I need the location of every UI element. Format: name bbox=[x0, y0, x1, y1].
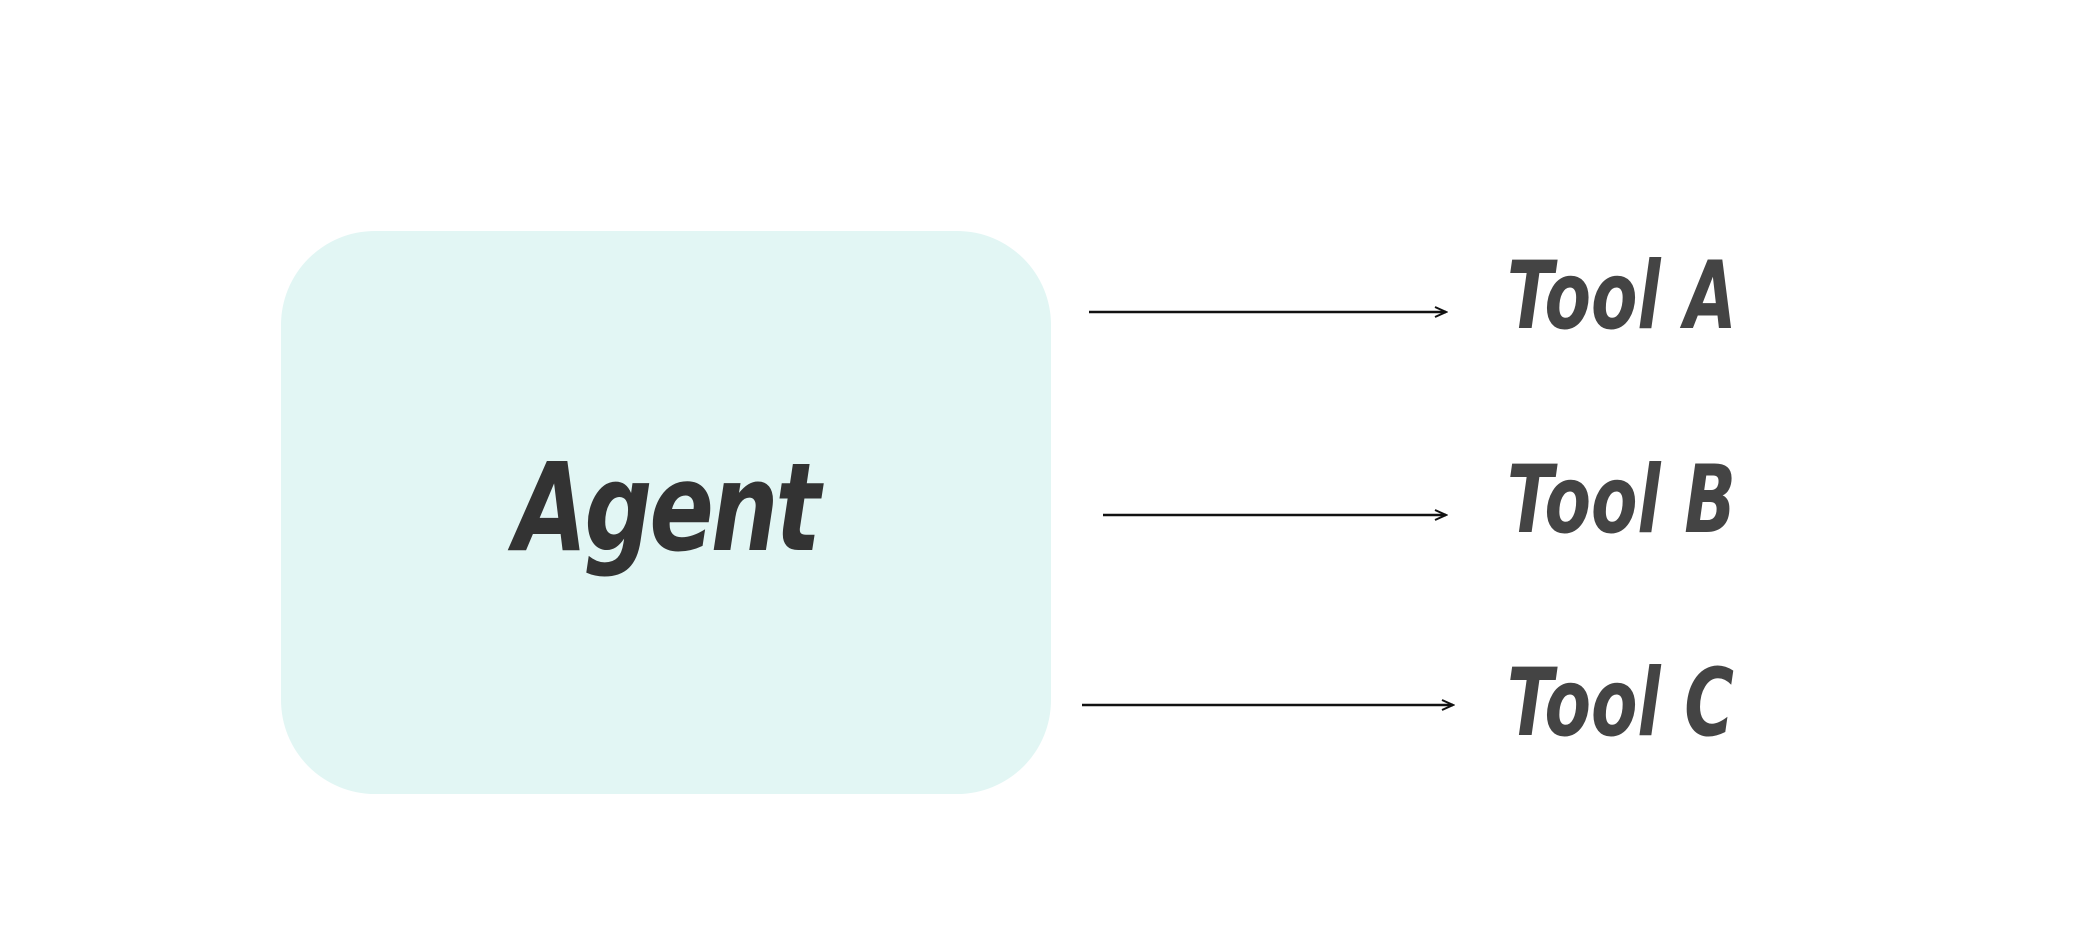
agent-node: Agent bbox=[281, 231, 1051, 794]
tool-c-label: Tool C bbox=[1507, 649, 1734, 758]
agent-label: Agent bbox=[514, 436, 821, 579]
tool-b-label: Tool B bbox=[1507, 446, 1736, 555]
tool-a-label: Tool A bbox=[1507, 242, 1737, 351]
